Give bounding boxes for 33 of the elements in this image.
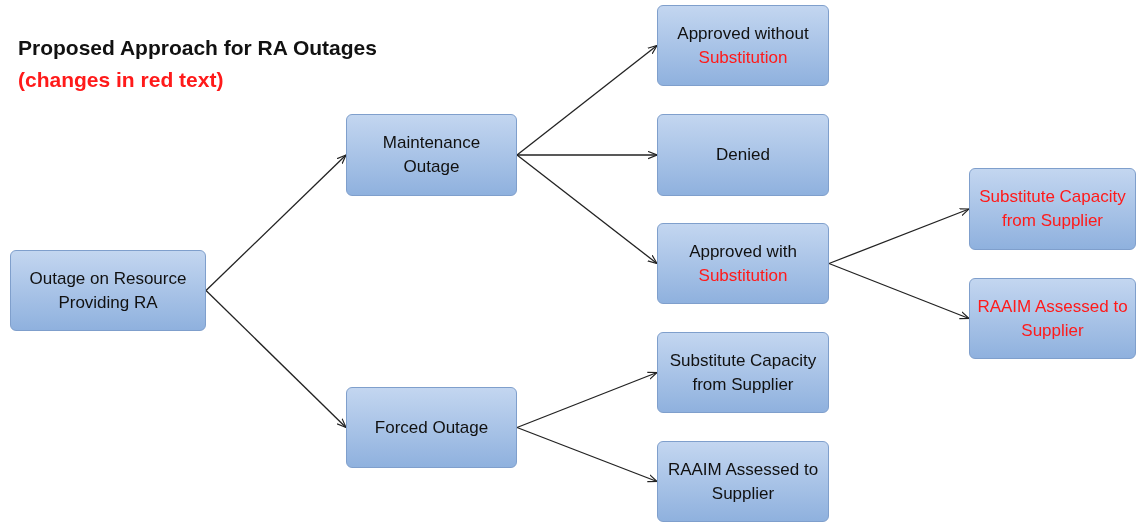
process-box: [10, 250, 206, 331]
process-box: [969, 278, 1136, 359]
box-label: Substitute Capacity from Supplier: [978, 186, 1127, 232]
box-label: RAAIM Assessed to Supplier: [976, 295, 1129, 342]
arrow: [205, 154, 347, 292]
arrow: [828, 262, 970, 320]
box-label: Maintenance Outage: [381, 132, 482, 178]
arrow: [828, 208, 970, 265]
arrow: [205, 289, 347, 429]
box-label: Substitute Capacity from Supplier: [668, 349, 818, 396]
note-text: (changes in red text): [18, 68, 224, 92]
box-label: Outage on Resource Providing RA: [28, 267, 188, 314]
process-box: [969, 168, 1136, 250]
arrow: [516, 426, 658, 483]
box-label: Substitution: [698, 46, 788, 69]
box-label: Approved with: [689, 240, 797, 263]
box-label: Approved without: [677, 22, 809, 45]
process-box: [657, 5, 829, 86]
process-box: [657, 114, 829, 196]
box-label: Denied: [716, 144, 770, 166]
process-box: [346, 114, 517, 196]
box-label: RAAIM Assessed to Supplier: [666, 458, 820, 505]
arrow: [516, 44, 658, 156]
arrow: [516, 154, 658, 265]
arrow: [516, 150, 658, 160]
box-label: Substitution: [698, 264, 788, 287]
process-box: [657, 441, 829, 522]
diagram-title: Proposed Approach for RA Outages: [18, 36, 377, 60]
box-label: Forced Outage: [374, 416, 489, 439]
process-box: [346, 387, 517, 468]
process-box: [657, 332, 829, 413]
arrow: [516, 371, 658, 429]
process-box: [657, 223, 829, 304]
